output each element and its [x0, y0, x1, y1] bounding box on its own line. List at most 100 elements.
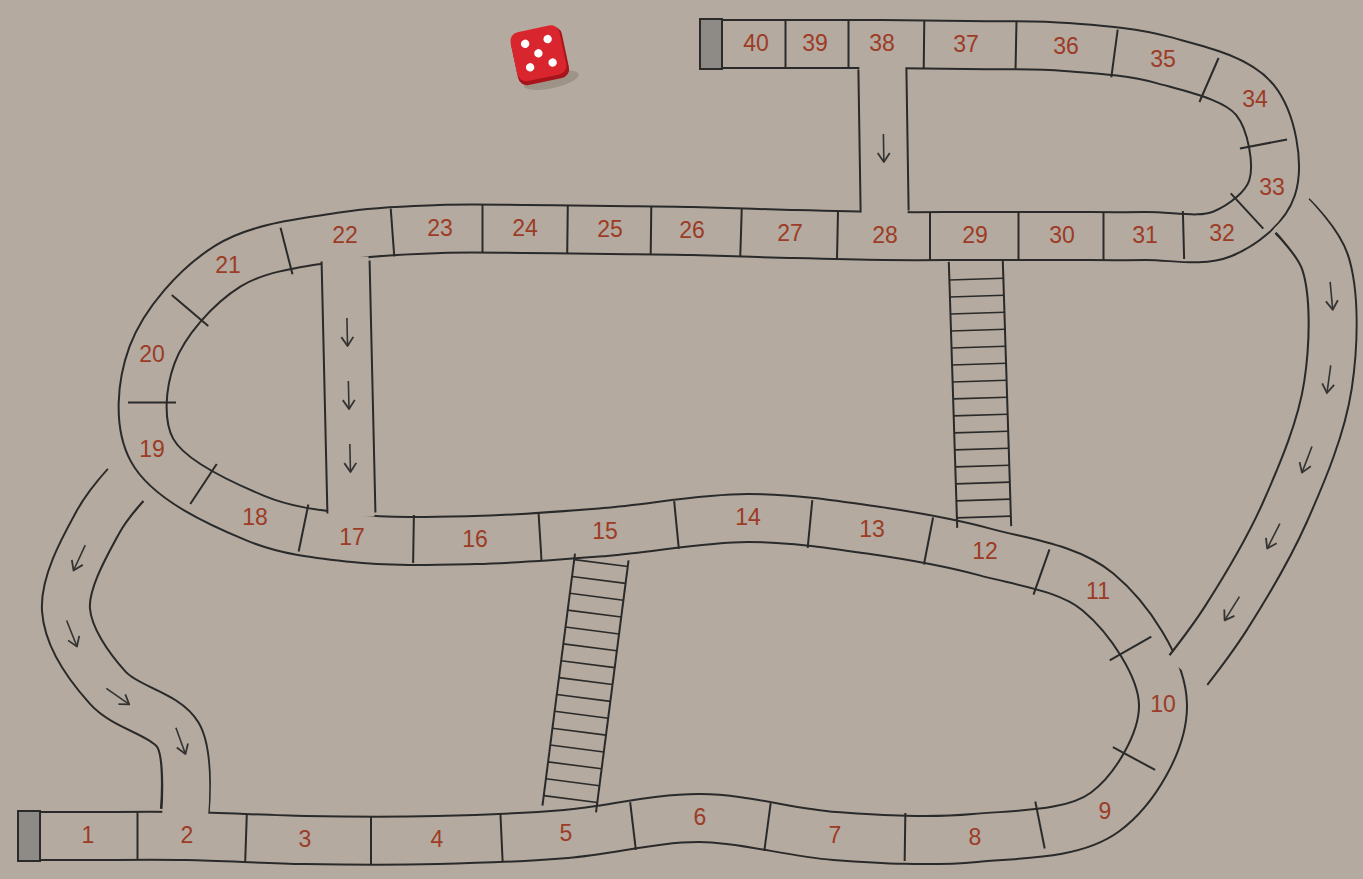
snake-body	[1186, 213, 1333, 673]
snake-body	[345, 257, 351, 517]
board-square: 15	[577, 507, 633, 557]
square-number: 39	[802, 31, 828, 56]
square-number: 8	[969, 825, 982, 850]
square-number: 34	[1242, 87, 1268, 112]
square-divider	[1110, 637, 1152, 661]
square-number: 10	[1150, 692, 1176, 717]
square-divider	[299, 504, 309, 551]
board-square: 17	[324, 513, 380, 563]
board-square: 34	[1227, 72, 1283, 128]
ladder-rung	[548, 762, 602, 769]
square-number: 2	[181, 823, 194, 848]
arrow-stem	[883, 134, 885, 162]
ladder-rung	[954, 431, 1008, 433]
arrow-stem	[349, 444, 351, 472]
ladder-rung	[561, 661, 615, 668]
square-number: 37	[953, 32, 979, 57]
square-divider	[674, 501, 679, 549]
ladder-rung	[954, 414, 1008, 416]
square-divider	[764, 803, 770, 851]
arrow-head	[1326, 300, 1338, 310]
arrow-head	[177, 743, 188, 754]
arrow-head	[1322, 383, 1334, 393]
square-divider	[1199, 58, 1218, 102]
board-square: 9	[1077, 787, 1133, 837]
square-divider	[1103, 212, 1105, 260]
square-divider	[808, 500, 813, 548]
square-number: 15	[592, 519, 618, 544]
ladder	[542, 554, 628, 813]
board-square: 18	[227, 493, 283, 543]
square-divider	[412, 515, 415, 563]
snake	[1186, 213, 1338, 673]
board-square: 21	[200, 241, 256, 291]
arrow-head	[1300, 462, 1311, 473]
square-number: 1	[82, 823, 95, 848]
square-divider	[128, 402, 176, 404]
snake	[878, 65, 890, 215]
board-square: 4	[409, 815, 465, 865]
square-number: 38	[869, 31, 895, 56]
ladder-rung	[572, 576, 626, 583]
square-divider	[929, 212, 931, 260]
ladder-rung	[566, 627, 620, 634]
square-number: 4	[431, 827, 444, 852]
square-number: 13	[859, 517, 885, 542]
ladder-rung	[552, 728, 606, 735]
square-divider	[924, 517, 933, 564]
square-divider	[785, 20, 787, 68]
square-divider	[391, 209, 395, 257]
square-divider	[1035, 801, 1044, 848]
board-square: 2	[159, 811, 215, 861]
ladder-rung	[555, 711, 609, 718]
square-number: 32	[1209, 221, 1235, 246]
snake-centerline	[66, 485, 186, 811]
board-square: 22	[317, 211, 373, 261]
square-divider	[370, 816, 372, 864]
ladder-rail	[1003, 260, 1011, 526]
square-number: 33	[1259, 175, 1285, 200]
board-square: 26	[664, 206, 720, 256]
square-divider	[1113, 747, 1155, 770]
board-square: 10	[1136, 670, 1190, 740]
square-divider	[1231, 193, 1263, 228]
square-divider	[1111, 30, 1117, 78]
square-divider	[482, 205, 484, 253]
square-divider	[137, 812, 139, 860]
ladder-rung	[563, 644, 617, 651]
board-square: 33	[1244, 160, 1300, 216]
die-pip	[520, 39, 530, 49]
ladder-rung	[544, 796, 598, 803]
square-number: 23	[427, 216, 453, 241]
square-dividers	[128, 20, 1287, 864]
board-square: 5	[538, 809, 594, 859]
board-square: 25	[582, 205, 638, 255]
ladder-rung	[559, 678, 613, 685]
board-square: 3	[277, 815, 333, 865]
square-number: 12	[972, 539, 998, 564]
square-number: 35	[1150, 47, 1176, 72]
arrow-head	[878, 153, 890, 162]
square-divider	[245, 814, 247, 862]
square-divider	[190, 464, 216, 504]
square-number: 26	[679, 218, 705, 243]
board-square: 31	[1117, 211, 1173, 261]
square-number: 40	[743, 31, 769, 56]
snake-centerline	[1188, 216, 1332, 670]
die-pip	[525, 62, 535, 72]
square-divider	[566, 206, 569, 254]
square-number: 7	[829, 823, 842, 848]
board-square: 6	[672, 793, 728, 843]
square-divider	[539, 512, 542, 560]
board-square: 27	[762, 209, 818, 259]
ladder-rung	[574, 560, 628, 567]
snake-body	[66, 482, 186, 815]
square-divider	[740, 209, 741, 257]
square-divider	[1015, 22, 1018, 70]
arrow-stem	[346, 318, 348, 346]
arrow-stem	[106, 688, 129, 704]
square-number: 20	[139, 342, 165, 367]
arrow-stem	[1225, 597, 1240, 621]
die-pip	[543, 34, 553, 44]
square-divider	[848, 20, 850, 68]
